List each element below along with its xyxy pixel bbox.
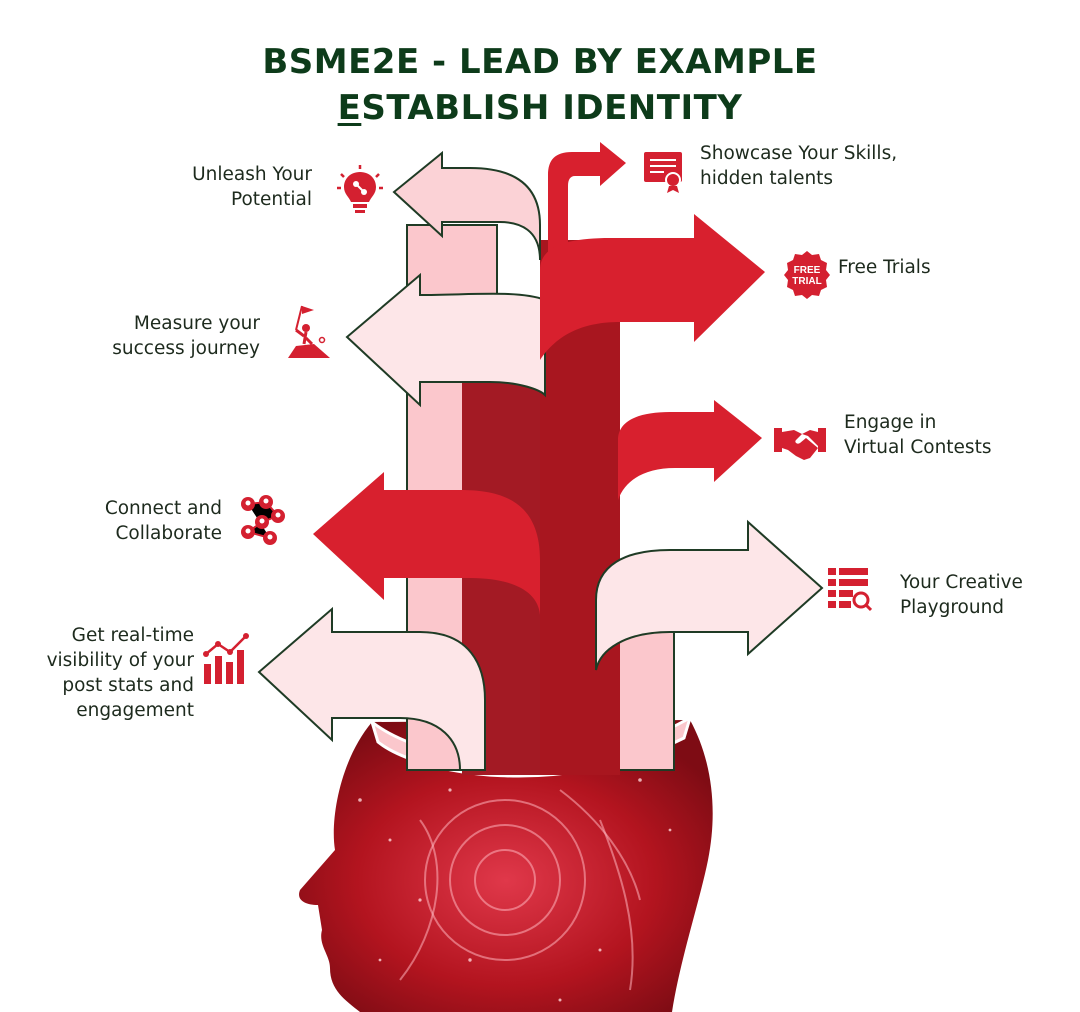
title-line-1: BSME2E - LEAD BY EXAMPLE xyxy=(262,42,818,82)
label-connect-line1: Connect and xyxy=(104,498,222,519)
label-free-trials-line1: Free Trials xyxy=(838,257,931,278)
arrow-unleash xyxy=(392,150,541,261)
arrow-contests xyxy=(618,400,762,500)
label-unleash: Unleash Your Potential xyxy=(150,162,312,212)
label-connect: Connect and Collaborate xyxy=(60,496,222,546)
label-measure: Measure your success journey xyxy=(90,311,260,361)
climber-flag-icon xyxy=(288,305,330,358)
label-contests-line2: Virtual Contests xyxy=(844,437,992,458)
arrow-playground xyxy=(595,519,824,671)
label-measure-line2: success journey xyxy=(112,338,260,359)
head-swirl-decoration xyxy=(399,789,641,991)
label-contests-line1: Engage in xyxy=(844,412,937,433)
bar-chart-icon xyxy=(203,633,249,684)
list-search-icon xyxy=(828,568,872,612)
label-playground: Your Creative Playground xyxy=(900,570,1070,620)
badge-line1: FREE xyxy=(794,265,821,276)
free-trial-badge-icon: FREE TRIAL xyxy=(784,251,830,299)
badge-line2: TRIAL xyxy=(792,276,821,287)
lightbulb-icon xyxy=(337,165,383,213)
label-showcase: Showcase Your Skills, hidden talents xyxy=(700,141,940,191)
title-initial: E xyxy=(337,88,362,128)
label-playground-line2: Playground xyxy=(900,597,1005,618)
label-unleash-line2: Potential xyxy=(230,189,312,210)
certificate-icon xyxy=(644,152,682,193)
network-icon xyxy=(241,495,285,545)
label-free-trials: Free Trials xyxy=(838,255,998,280)
arrow-connect xyxy=(313,472,540,615)
handshake-icon xyxy=(774,428,826,460)
head-sparkles xyxy=(358,778,672,1002)
label-connect-line2: Collaborate xyxy=(115,523,223,544)
label-showcase-line2: hidden talents xyxy=(700,168,834,189)
title-line-2: ESTABLISH IDENTITY xyxy=(0,88,1080,128)
arrow-measure xyxy=(345,272,546,408)
arrow-realtime xyxy=(257,606,486,771)
label-realtime-line1: Get real-time xyxy=(71,625,194,646)
label-realtime-line4: engagement xyxy=(76,700,194,721)
label-realtime: Get real-time visibility of your post st… xyxy=(30,623,194,723)
title-rest: STABLISH IDENTITY xyxy=(361,88,743,128)
label-realtime-line2: visibility of your xyxy=(46,650,194,671)
head-silhouette xyxy=(299,720,713,1012)
arrow-showcase xyxy=(548,142,626,252)
label-measure-line1: Measure your xyxy=(133,313,260,334)
label-unleash-line1: Unleash Your xyxy=(192,164,312,185)
label-showcase-line1: Showcase Your Skills, xyxy=(700,143,898,164)
label-playground-line1: Your Creative xyxy=(900,572,1023,593)
label-realtime-line3: post stats and xyxy=(62,675,194,696)
label-contests: Engage in Virtual Contests xyxy=(844,410,1044,460)
arrow-free-trials xyxy=(540,214,765,360)
